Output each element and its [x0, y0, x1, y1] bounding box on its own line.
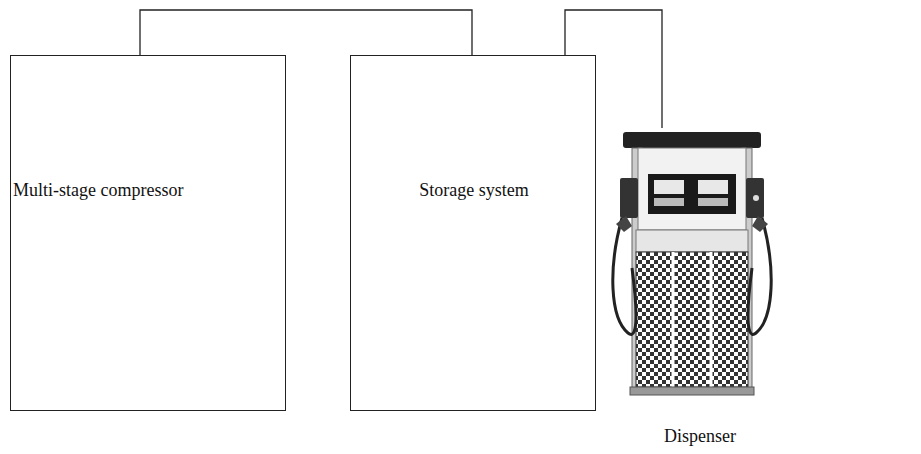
- node-label: Dispenser: [664, 426, 736, 448]
- compressor-box: Multi-stage compressor: [10, 55, 286, 411]
- node-label: Storage system: [419, 180, 529, 202]
- dispenser-illustration: [610, 128, 790, 420]
- pipe-line: [140, 10, 472, 55]
- storage-box: Storage system: [350, 55, 596, 411]
- node-label: Multi-stage compressor: [13, 180, 183, 202]
- dispenser-unit: Dispenser: [610, 128, 790, 450]
